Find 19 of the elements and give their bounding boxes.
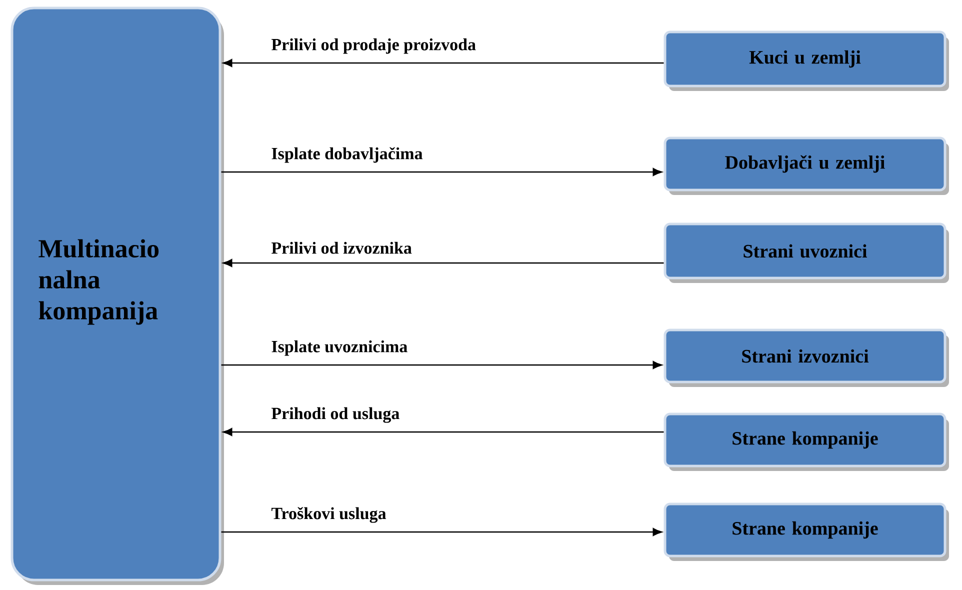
edge-label: Troškovi usluga xyxy=(271,507,386,523)
edge-label: Prilivi od prodaje proizvoda xyxy=(272,38,476,54)
process-box: Strane kompanije xyxy=(664,412,949,471)
arrow xyxy=(222,259,664,268)
edge-label: Prilivi od izvoznika xyxy=(272,242,412,254)
process-box: Kuci u zemlji xyxy=(664,30,949,91)
process-box: Dobavljači u zemlji xyxy=(664,136,949,195)
arrow xyxy=(221,361,662,370)
company-box: Multinacio nalna kompanija xyxy=(10,6,224,585)
process-box: Strane kompanije xyxy=(664,502,949,561)
arrow xyxy=(221,528,662,536)
arrow xyxy=(222,59,664,67)
edge-label: Isplate uvoznicima xyxy=(272,340,408,356)
edge-label: Prihodi od usluga xyxy=(272,407,400,423)
arrow xyxy=(221,168,662,176)
edge-label: Isplate dobavljačima xyxy=(272,147,423,163)
process-box: Strani uvoznici xyxy=(664,222,949,283)
process-box: Strani izvoznici xyxy=(664,328,949,387)
arrow xyxy=(222,428,664,436)
